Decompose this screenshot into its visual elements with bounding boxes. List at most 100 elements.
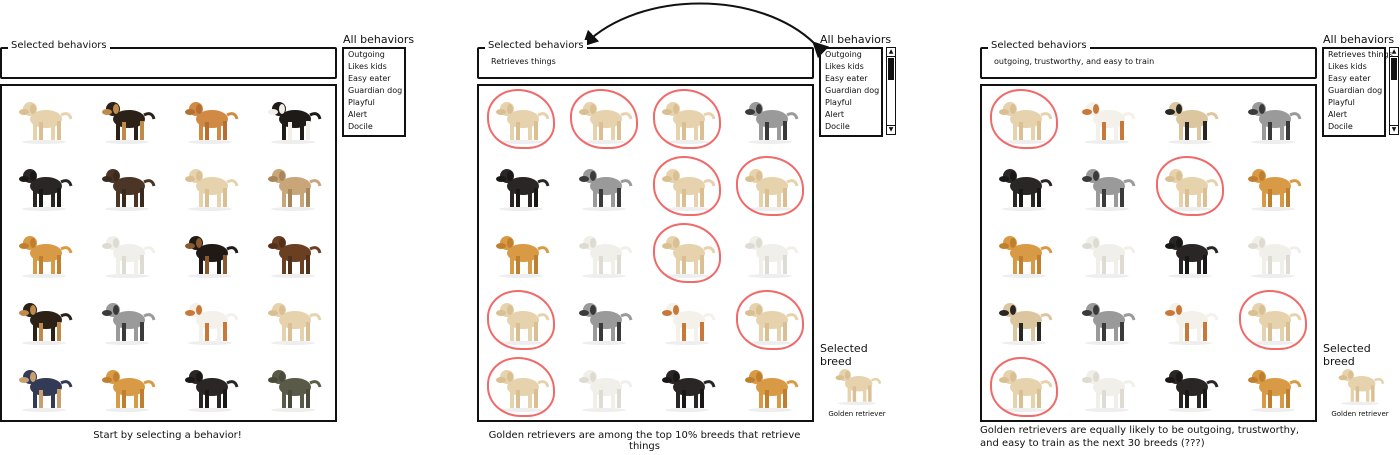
selected-behaviors-box[interactable]: Selected behaviors xyxy=(0,40,337,79)
breed-cell[interactable] xyxy=(1065,220,1148,287)
behavior-item[interactable]: Guardian dog xyxy=(825,86,880,95)
breed-cell[interactable] xyxy=(729,286,812,353)
behavior-item[interactable]: Guardian dog xyxy=(1328,86,1383,95)
behavior-item[interactable]: Playful xyxy=(825,98,852,107)
behavior-item[interactable]: Docile xyxy=(348,122,373,131)
highlight-outline xyxy=(653,156,722,217)
selected-behaviors-box[interactable]: Selected behaviors Retrieves things xyxy=(477,40,814,79)
breed-cell[interactable] xyxy=(2,353,85,420)
behaviors-scrollbar[interactable]: ▲▼ xyxy=(886,47,896,135)
breed-cell[interactable] xyxy=(1149,286,1232,353)
breed-cell[interactable] xyxy=(2,220,85,287)
breed-cell[interactable] xyxy=(252,86,335,153)
breed-cell[interactable] xyxy=(252,220,335,287)
breed-cell[interactable] xyxy=(1232,153,1315,220)
breed-cell[interactable] xyxy=(479,86,562,153)
breed-cell[interactable] xyxy=(169,220,252,287)
breed-cell[interactable] xyxy=(562,286,645,353)
dog-shepherd-icon xyxy=(96,89,158,149)
behaviors-scrollbar[interactable]: ▲▼ xyxy=(1389,47,1399,135)
behavior-item[interactable]: Retrieves things xyxy=(1328,50,1393,59)
breed-cell[interactable] xyxy=(562,220,645,287)
selected-breed-title: Selected breed xyxy=(820,342,868,368)
breed-cell[interactable] xyxy=(982,153,1065,220)
breed-cell[interactable] xyxy=(169,286,252,353)
breed-cell[interactable] xyxy=(85,153,168,220)
breed-cell[interactable] xyxy=(85,286,168,353)
breed-cell[interactable] xyxy=(646,353,729,420)
breed-cell[interactable] xyxy=(1065,286,1148,353)
breed-cell[interactable] xyxy=(1149,220,1232,287)
breed-cell[interactable] xyxy=(479,286,562,353)
behavior-item[interactable]: Easy eater xyxy=(825,74,868,83)
behavior-item[interactable]: Likes kids xyxy=(825,62,864,71)
dog-lab-icon xyxy=(739,357,801,417)
breed-cell[interactable] xyxy=(982,353,1065,420)
behavior-item[interactable]: Easy eater xyxy=(1328,74,1371,83)
breed-cell[interactable] xyxy=(729,220,812,287)
scroll-down-icon[interactable]: ▼ xyxy=(1390,125,1398,133)
breed-cell[interactable] xyxy=(2,86,85,153)
behavior-item[interactable]: Easy eater xyxy=(348,74,391,83)
breed-cell[interactable] xyxy=(1065,153,1148,220)
scroll-up-icon[interactable]: ▲ xyxy=(887,48,895,57)
breed-cell[interactable] xyxy=(562,153,645,220)
behavior-item[interactable]: Docile xyxy=(1328,122,1353,131)
behavior-item[interactable]: Alert xyxy=(1328,110,1348,119)
breed-cell[interactable] xyxy=(252,153,335,220)
breed-cell[interactable] xyxy=(1232,286,1315,353)
breed-grid xyxy=(0,84,337,422)
breed-cell[interactable] xyxy=(729,353,812,420)
breed-cell[interactable] xyxy=(982,286,1065,353)
scroll-up-icon[interactable]: ▲ xyxy=(1390,48,1398,57)
breed-cell[interactable] xyxy=(646,86,729,153)
breed-cell[interactable] xyxy=(169,86,252,153)
breed-cell[interactable] xyxy=(646,220,729,287)
breed-cell[interactable] xyxy=(729,153,812,220)
breed-cell[interactable] xyxy=(1232,220,1315,287)
breed-cell[interactable] xyxy=(982,86,1065,153)
breed-cell[interactable] xyxy=(729,86,812,153)
breed-cell[interactable] xyxy=(982,220,1065,287)
breed-cell[interactable] xyxy=(169,153,252,220)
breed-cell[interactable] xyxy=(479,353,562,420)
behavior-item[interactable]: Likes kids xyxy=(1328,62,1367,71)
breed-cell[interactable] xyxy=(252,286,335,353)
breed-cell[interactable] xyxy=(1149,153,1232,220)
breed-cell[interactable] xyxy=(1065,86,1148,153)
behavior-item[interactable]: Likes kids xyxy=(348,62,387,71)
scroll-thumb[interactable] xyxy=(1391,58,1397,80)
breed-cell[interactable] xyxy=(2,153,85,220)
breed-cell[interactable] xyxy=(646,286,729,353)
breed-cell[interactable] xyxy=(2,286,85,353)
behavior-item[interactable]: Outgoing xyxy=(825,50,862,59)
breed-cell[interactable] xyxy=(479,153,562,220)
selected-behaviors-box[interactable]: Selected behaviors outgoing, trustworthy… xyxy=(980,40,1317,79)
breed-cell[interactable] xyxy=(646,153,729,220)
breed-cell[interactable] xyxy=(562,86,645,153)
breed-cell[interactable] xyxy=(1149,353,1232,420)
behavior-item[interactable]: Docile xyxy=(825,122,850,131)
breed-cell[interactable] xyxy=(562,353,645,420)
breed-cell[interactable] xyxy=(85,353,168,420)
behavior-item[interactable]: Alert xyxy=(825,110,845,119)
behavior-item[interactable]: Outgoing xyxy=(348,50,385,59)
behavior-item[interactable]: Playful xyxy=(348,98,375,107)
breed-cell[interactable] xyxy=(169,353,252,420)
behavior-item[interactable]: Guardian dog xyxy=(348,86,403,95)
scroll-thumb[interactable] xyxy=(888,58,894,80)
breed-cell[interactable] xyxy=(85,86,168,153)
breed-cell[interactable] xyxy=(479,220,562,287)
breed-cell[interactable] xyxy=(1065,353,1148,420)
breed-cell[interactable] xyxy=(85,220,168,287)
breed-cell[interactable] xyxy=(1232,86,1315,153)
scroll-down-icon[interactable]: ▼ xyxy=(887,125,895,133)
behavior-item[interactable]: Alert xyxy=(348,110,368,119)
behavior-item[interactable]: Playful xyxy=(1328,98,1355,107)
breed-cell[interactable] xyxy=(1232,353,1315,420)
breed-cell[interactable] xyxy=(1149,86,1232,153)
breed-cell[interactable] xyxy=(252,353,335,420)
